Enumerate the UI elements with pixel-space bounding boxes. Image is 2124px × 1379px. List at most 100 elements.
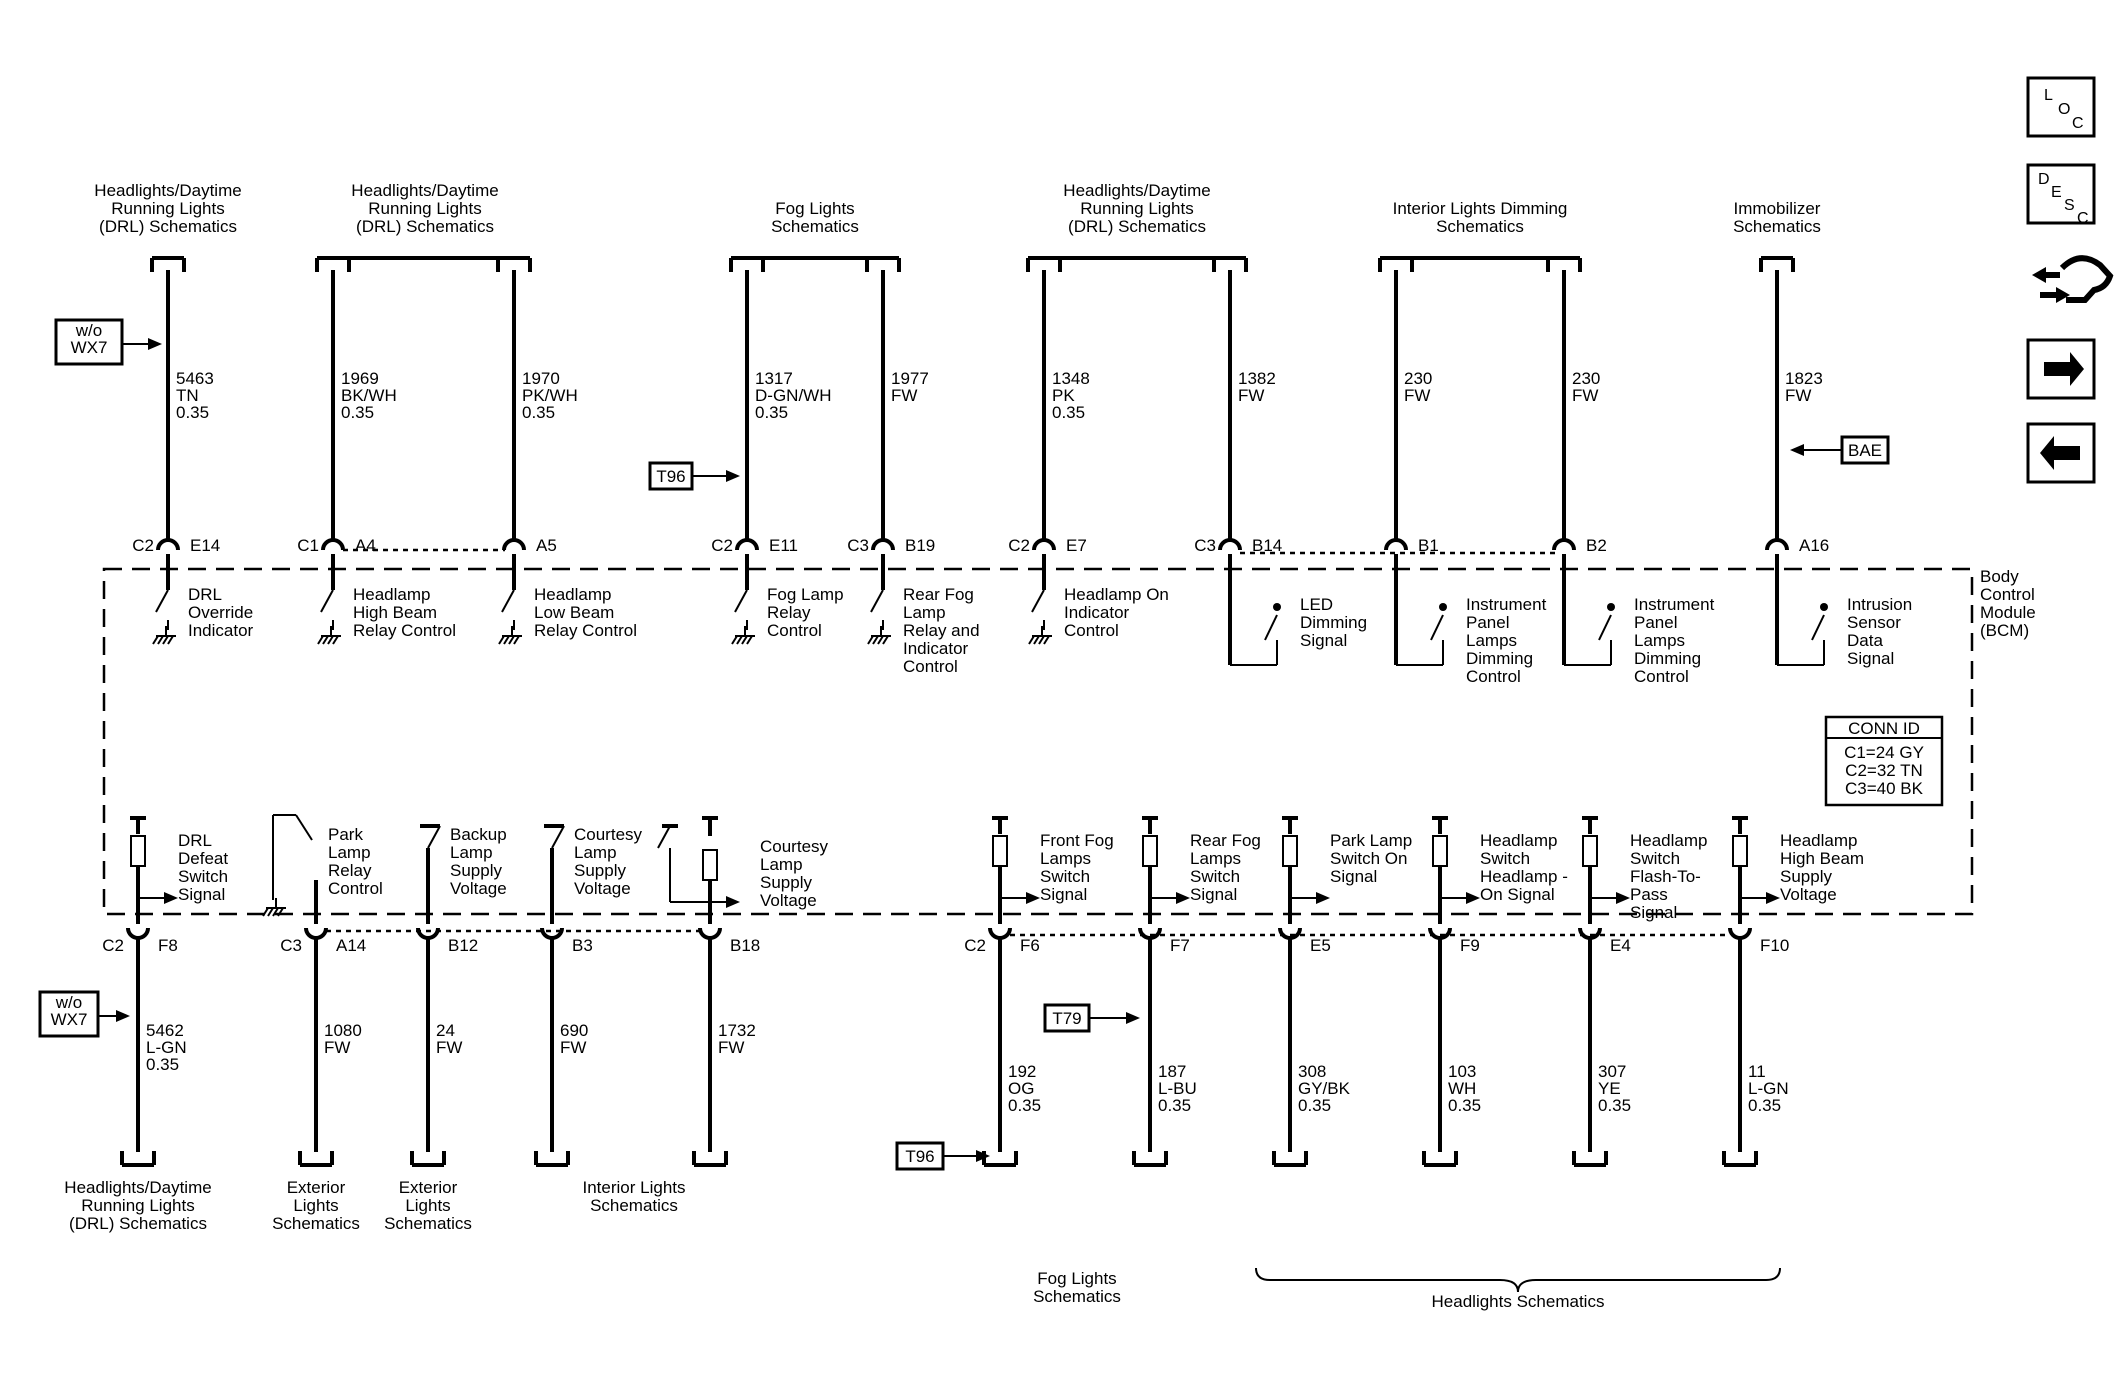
schematic-ref: Fog Lights (1037, 1269, 1116, 1288)
connector-cap (304, 927, 328, 940)
connector-cap (126, 927, 150, 940)
circuit-label: 5463 (176, 369, 214, 388)
schematic-ref: Schematics (1733, 217, 1821, 236)
switch-contact (1820, 603, 1828, 611)
pin-label: E4 (1610, 936, 1631, 955)
pin-label: A16 (1799, 536, 1829, 555)
function-label: Lamps (1040, 849, 1091, 868)
pin-label: F9 (1460, 936, 1480, 955)
terminal-symbol (1722, 1151, 1758, 1167)
function-label: Rear Fog (1190, 831, 1261, 850)
arrow-head (1176, 892, 1190, 904)
loc-letter: C (2072, 115, 2084, 132)
schematic-ref: Schematics (384, 1214, 472, 1233)
next-arrow-shape[interactable] (2044, 352, 2084, 386)
function-label: Park (328, 825, 363, 844)
connector-cap (416, 927, 440, 940)
ground-hatch (1043, 635, 1050, 645)
ground-hatch (741, 635, 748, 645)
function-label: Voltage (450, 879, 507, 898)
harness-shape[interactable] (2040, 255, 2114, 303)
circuit-label: 5462 (146, 1021, 184, 1040)
resistor (1432, 835, 1448, 867)
conn-id-row: C1=24 GY (1844, 743, 1924, 762)
function-label: Relay (767, 603, 811, 622)
harness-arrow[interactable] (2032, 267, 2046, 283)
schematic-ref: Interior Lights Dimming (1393, 199, 1568, 218)
connector-label: C3 (280, 936, 302, 955)
arrow-head (1790, 444, 1804, 456)
function-label: Switch (1040, 867, 1090, 886)
connector-label: C2 (711, 536, 733, 555)
circuit-label: 0.35 (755, 403, 788, 422)
schematic-ref: Immobilizer (1734, 199, 1821, 218)
next-arrow-icon[interactable] (2026, 338, 2096, 400)
prev-arrow-shape[interactable] (2040, 436, 2080, 470)
connector-cap (540, 927, 564, 940)
resistor (1732, 835, 1748, 867)
function-label: Signal (1630, 903, 1677, 922)
function-label: Park Lamp (1330, 831, 1412, 850)
ground-hatch (152, 635, 159, 645)
function-label: Lamp (760, 855, 803, 874)
circuit-label: 11 (1748, 1062, 1766, 1081)
function-label: LED (1300, 595, 1333, 614)
arrow-head (116, 1010, 130, 1022)
circuit-label: FW (718, 1038, 744, 1057)
circuit-label: L-GN (1748, 1079, 1789, 1098)
harness-arrow[interactable] (2056, 287, 2070, 303)
switch-blade (501, 589, 515, 613)
harness-icon[interactable] (2032, 255, 2114, 303)
ground-hatch (513, 635, 520, 645)
connector-cap (502, 538, 526, 551)
prev-arrow-icon[interactable] (2026, 422, 2096, 484)
loc-letter: O (2058, 101, 2070, 118)
terminal-symbol (1026, 256, 1062, 272)
connector-cap (988, 927, 1012, 940)
ground-hatch (882, 635, 889, 645)
desc-letter: E (2051, 184, 2062, 201)
function-label: Low Beam (534, 603, 614, 622)
circuit-label: PK/WH (522, 386, 578, 405)
bcm-label: (BCM) (1980, 621, 2029, 640)
circuit-label: FW (1572, 386, 1598, 405)
schematic-ref: Headlights/Daytime (64, 1178, 211, 1197)
ground-icon (1028, 626, 1052, 645)
connector-label: C2 (964, 936, 986, 955)
circuit-label: 1977 (891, 369, 929, 388)
loc-button[interactable]: LOC (2026, 76, 2096, 138)
pin-label: F7 (1170, 936, 1190, 955)
ground-hatch (322, 635, 329, 645)
switch-blade (1264, 614, 1278, 641)
callout-text: WX7 (51, 1010, 88, 1029)
arrow-head (976, 1150, 990, 1162)
pin-label: E7 (1066, 536, 1087, 555)
switch-contact (1273, 603, 1281, 611)
function-label: Lamp (903, 603, 946, 622)
function-label: Switch On (1330, 849, 1407, 868)
function-label: Defeat (178, 849, 228, 868)
function-label: Voltage (574, 879, 631, 898)
ground-hatch (167, 635, 174, 645)
schematic-ref: Fog Lights (775, 199, 854, 218)
terminal-symbol (982, 1151, 1018, 1167)
loc-button-frame[interactable] (2026, 76, 2096, 138)
switch-blade (870, 589, 884, 613)
arrow-head (148, 338, 162, 350)
resistor (1142, 835, 1158, 867)
pin-label: A14 (336, 936, 366, 955)
circuit-label: 1348 (1052, 369, 1090, 388)
switch-blade (1811, 614, 1825, 641)
connector-cap (1278, 927, 1302, 940)
connector-cap (1728, 927, 1752, 940)
desc-button-frame[interactable] (2026, 163, 2096, 225)
terminal-symbol (1378, 256, 1414, 272)
ground-hatch (332, 635, 339, 645)
connector-label: C3 (1194, 536, 1216, 555)
function-label: Control (1064, 621, 1119, 640)
function-label: Indicator (1064, 603, 1130, 622)
ground-hatch (162, 635, 169, 645)
circuit-label: 230 (1404, 369, 1432, 388)
pin-label: F6 (1020, 936, 1040, 955)
